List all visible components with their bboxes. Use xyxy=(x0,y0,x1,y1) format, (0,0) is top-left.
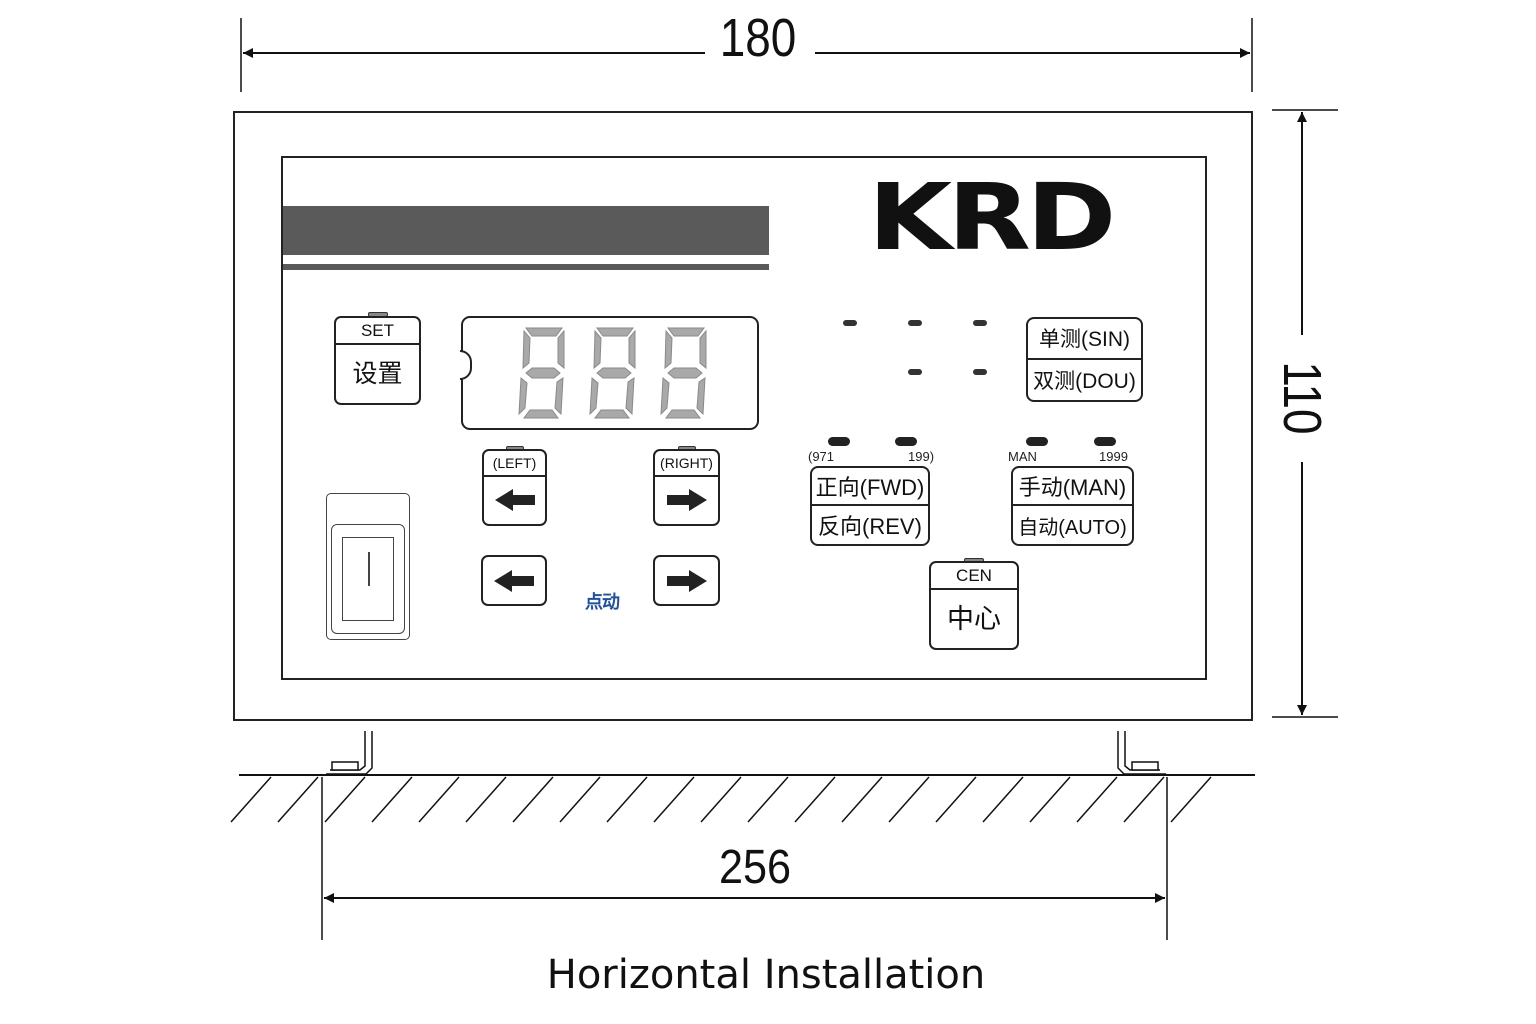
jog-left-button[interactable] xyxy=(481,555,547,606)
display-digits xyxy=(517,327,706,418)
man-indicator-label: MAN xyxy=(1008,449,1037,464)
power-switch-rocker[interactable] xyxy=(342,537,394,621)
auto-indicator-led xyxy=(1094,437,1116,446)
device-outer-case xyxy=(233,111,1253,721)
status-led-2 xyxy=(908,320,922,326)
drawing-title: Horizontal Installation xyxy=(546,952,986,998)
arrow-left-icon xyxy=(494,489,535,511)
set-button-label-en: SET xyxy=(336,318,419,345)
man-indicator-led xyxy=(1026,437,1048,446)
decorative-band-thick xyxy=(283,206,769,255)
left-button[interactable]: (LEFT) xyxy=(482,449,547,526)
dimension-width-label: 180 xyxy=(719,8,797,68)
dimension-mount-spacing-label: 256 xyxy=(718,841,792,894)
jog-right-button[interactable] xyxy=(653,555,720,606)
center-button[interactable]: CEN 中心 xyxy=(929,561,1019,650)
status-led-1 xyxy=(843,320,857,326)
rev-indicator-led xyxy=(895,437,917,446)
set-button-label-cn: 设置 xyxy=(352,360,403,388)
arrow-left-icon xyxy=(494,569,534,592)
dimension-height-label: 110 xyxy=(1272,361,1332,435)
status-led-4 xyxy=(908,369,922,375)
auto-label: 自动(AUTO) xyxy=(1018,516,1127,539)
decorative-band-thin xyxy=(283,264,769,270)
power-switch-bezel xyxy=(331,524,405,634)
status-led-3 xyxy=(973,320,987,326)
center-button-label-en: CEN xyxy=(931,563,1017,590)
man-auto-toggle-button[interactable]: 手动(MAN) 自动(AUTO) xyxy=(1011,466,1134,546)
sin-dou-toggle-button[interactable]: 单测(SIN) 双测(DOU) xyxy=(1026,317,1143,402)
rev-indicator-label: 199) xyxy=(908,449,935,464)
rev-label: 反向(REV) xyxy=(818,514,922,539)
right-button[interactable]: (RIGHT) xyxy=(653,449,720,526)
man-label: 手动(MAN) xyxy=(1013,468,1132,506)
status-led-5 xyxy=(973,369,987,375)
dou-label: 双测(DOU) xyxy=(1033,369,1136,393)
power-switch[interactable] xyxy=(326,493,410,640)
jog-label: 点动 xyxy=(585,592,620,612)
fwd-label: 正向(FWD) xyxy=(812,468,928,506)
power-on-mark-icon xyxy=(368,552,370,586)
center-button-label-cn: 中心 xyxy=(947,604,1001,634)
left-button-label: (LEFT) xyxy=(484,451,545,477)
seven-segment-display xyxy=(460,316,759,430)
sin-label: 单测(SIN) xyxy=(1028,319,1141,360)
arrow-right-icon xyxy=(666,569,707,592)
right-button-label: (RIGHT) xyxy=(655,451,718,477)
auto-indicator-label: 1999 xyxy=(1099,449,1128,464)
fwd-indicator-led xyxy=(828,437,850,446)
set-button[interactable]: SET 设置 xyxy=(334,316,421,405)
arrow-right-icon xyxy=(666,489,707,511)
fwd-indicator-label: (971 xyxy=(808,449,835,464)
brand-logo: KRD xyxy=(868,164,1116,271)
fwd-rev-toggle-button[interactable]: 正向(FWD) 反向(REV) xyxy=(810,466,930,546)
